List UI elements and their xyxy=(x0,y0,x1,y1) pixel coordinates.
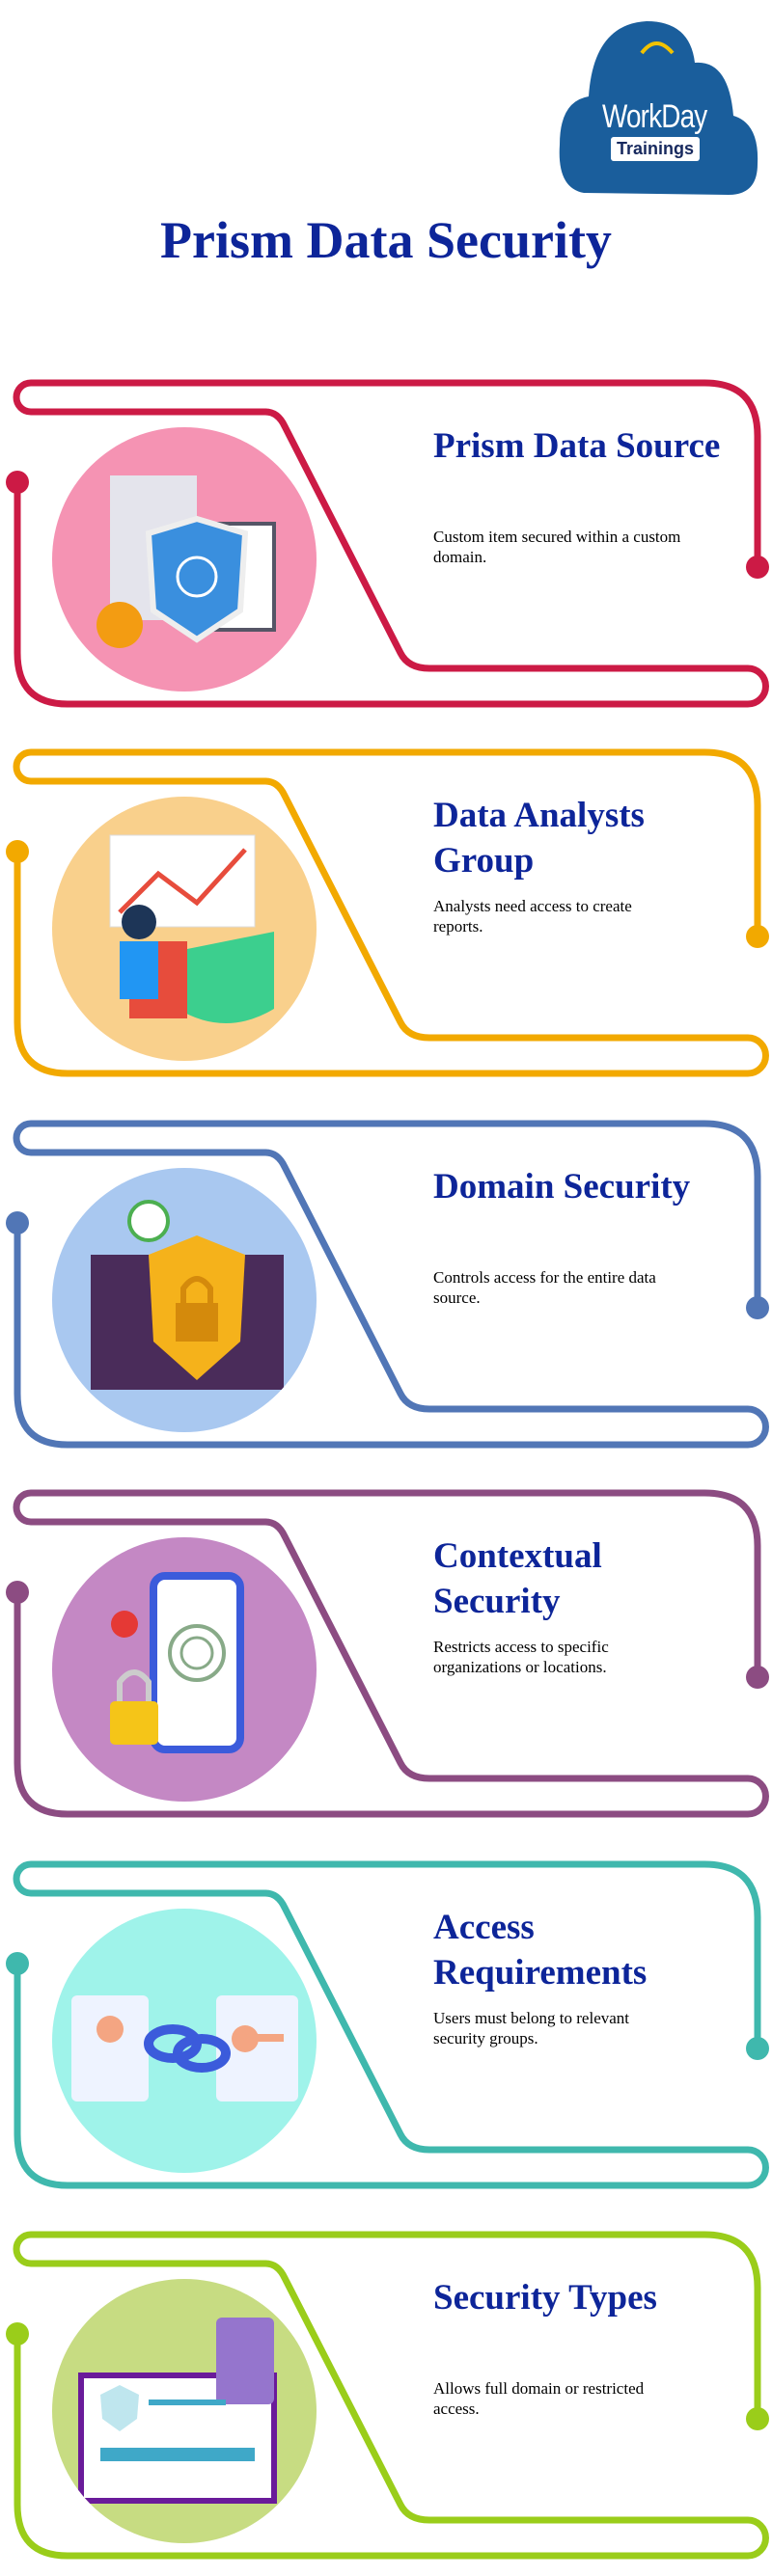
illustration-circle xyxy=(52,797,317,1061)
section-title: Contextual Security xyxy=(433,1536,602,1621)
track-end-dot xyxy=(746,2407,769,2430)
track-end-dot xyxy=(6,840,29,863)
section-title: Domain Security xyxy=(433,1167,691,1207)
section-description: Users must belong to relevant security g… xyxy=(433,2009,630,2047)
section-title: Prism Data Source xyxy=(433,426,721,466)
section-description: Restricts access to specific organizatio… xyxy=(433,1638,609,1676)
section-description: Allows full domain or restricted access. xyxy=(433,2379,645,2418)
track-end-dot xyxy=(746,1666,769,1689)
illustration-circle xyxy=(52,1537,317,1802)
track-end-dot xyxy=(746,2037,769,2060)
workday-trainings-logo xyxy=(555,10,762,198)
track-end-dot xyxy=(746,1296,769,1319)
server-shield-icon xyxy=(96,475,276,648)
section-title: Security Types xyxy=(433,2278,657,2318)
illustration-circle xyxy=(52,2279,317,2543)
page-title: Prism Data Security xyxy=(160,211,612,269)
track-end-dot xyxy=(6,1211,29,1234)
track-end-dot xyxy=(6,1952,29,1975)
analyst-chart-icon xyxy=(109,834,274,1023)
connector-track xyxy=(6,1860,769,2189)
connector-track xyxy=(6,2231,769,2560)
section-description: Analysts need access to create reports. xyxy=(433,897,632,935)
user-key-link-icon xyxy=(71,1995,298,2101)
connector-track xyxy=(6,1120,769,1449)
track-end-dot xyxy=(6,1581,29,1604)
illustration-circle xyxy=(52,1909,317,2173)
track-end-dot xyxy=(746,925,769,948)
track-end-dot xyxy=(746,556,769,579)
connector-track xyxy=(6,748,769,1077)
connector-track xyxy=(6,379,769,708)
illustration-circle xyxy=(52,427,317,691)
logo-word: WorkDay xyxy=(602,98,707,135)
section-title: Data Analysts Group xyxy=(433,796,645,881)
section-description: Custom item secured within a custom doma… xyxy=(433,528,681,566)
section-description: Controls access for the entire data sour… xyxy=(433,1268,656,1307)
track-end-dot xyxy=(6,2322,29,2346)
padlock-shield-icon xyxy=(91,1200,284,1390)
connector-track xyxy=(6,1489,769,1818)
track-end-dot xyxy=(6,471,29,494)
illustration-circle xyxy=(52,1168,317,1432)
logo-subtitle: Trainings xyxy=(611,137,701,161)
fingerprint-phone-icon xyxy=(110,1572,244,1753)
enter-code-laptop-icon xyxy=(78,2318,277,2504)
section-title: Access Requirements xyxy=(433,1908,648,1993)
